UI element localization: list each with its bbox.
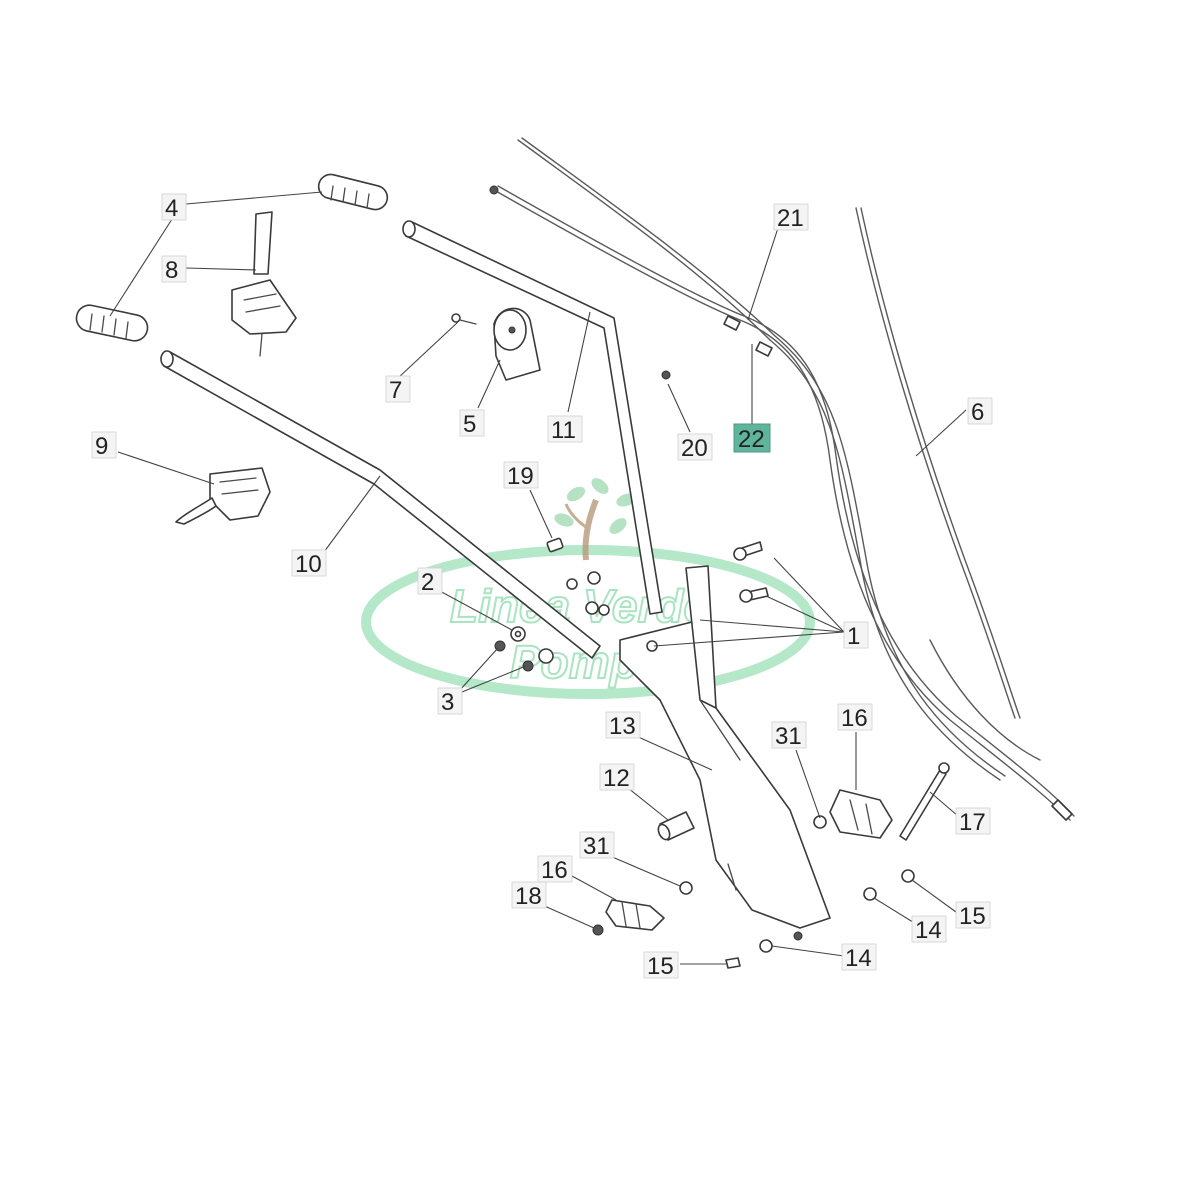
label-1: 1	[843, 621, 869, 650]
svg-text:20: 20	[681, 435, 708, 462]
label-15-bottom: 15	[643, 951, 679, 980]
svg-text:4: 4	[165, 195, 178, 222]
nut-31-upper	[813, 815, 827, 829]
svg-text:14: 14	[845, 945, 872, 972]
svg-text:11: 11	[551, 417, 576, 444]
watermark-tree-icon	[554, 478, 636, 561]
label-22-highlighted: 22	[733, 423, 771, 453]
svg-text:1: 1	[847, 623, 860, 650]
svg-text:17: 17	[959, 809, 986, 836]
nut-31-lower	[679, 881, 693, 895]
svg-text:3: 3	[441, 689, 454, 716]
svg-text:16: 16	[841, 705, 868, 732]
cable-21-connector	[723, 315, 741, 331]
handlebar-tube-10	[160, 350, 601, 659]
cable-21-end-tip	[1051, 799, 1073, 821]
svg-text:9: 9	[95, 433, 108, 460]
svg-text:5: 5	[463, 411, 476, 438]
clip-19	[546, 537, 564, 553]
label-10: 10	[291, 549, 327, 578]
leader-lines	[109, 191, 967, 965]
label-16-lower: 16	[537, 855, 573, 884]
label-18: 18	[511, 881, 547, 910]
label-7: 7	[385, 375, 411, 404]
svg-text:15: 15	[647, 953, 674, 980]
svg-text:15: 15	[959, 903, 986, 930]
label-17: 17	[955, 807, 991, 836]
label-20: 20	[677, 433, 713, 462]
label-15-right: 15	[955, 901, 991, 930]
cable-6	[855, 207, 1041, 761]
label-14-bottom: 14	[841, 943, 877, 972]
label-31-upper: 31	[771, 721, 807, 750]
svg-text:6: 6	[971, 399, 984, 426]
bolts-1	[733, 541, 769, 603]
svg-text:18: 18	[515, 883, 542, 910]
grip-block-16-lower	[605, 899, 665, 931]
cable-22	[517, 137, 1006, 781]
label-5: 5	[459, 409, 485, 438]
bolt-15-right	[901, 869, 915, 883]
nut-20	[661, 370, 671, 380]
svg-text:7: 7	[389, 377, 402, 404]
svg-text:8: 8	[165, 257, 178, 284]
grip-block-16-upper	[829, 789, 893, 839]
bolt-15-bottom	[725, 957, 741, 969]
svg-text:10: 10	[295, 551, 322, 578]
label-16-upper: 16	[837, 703, 873, 732]
part-labels: 4 8 7 5 11 20 21 22 6 9 10 19 2 3 1 13 1…	[91, 193, 993, 980]
washer-14-right	[863, 887, 877, 901]
label-21: 21	[773, 203, 809, 232]
label-19: 19	[503, 461, 539, 490]
svg-text:31: 31	[583, 833, 610, 860]
label-9: 9	[91, 431, 117, 460]
svg-text:12: 12	[603, 765, 630, 792]
handlebar-tube-11	[402, 220, 663, 615]
bolt-17	[899, 762, 950, 841]
svg-text:22: 22	[738, 426, 765, 453]
grip-lower	[75, 304, 149, 342]
label-12: 12	[599, 763, 635, 792]
label-11: 11	[547, 415, 583, 444]
label-6: 6	[967, 397, 993, 426]
nuts-3	[494, 640, 554, 672]
cable-22-connector	[755, 341, 773, 357]
lever-8	[231, 211, 297, 357]
brake-lever-9	[175, 467, 271, 525]
nut-18	[592, 924, 604, 936]
watermark-line1: Linea Verde	[450, 580, 709, 632]
washer-2	[510, 626, 526, 642]
label-8: 8	[161, 255, 187, 284]
svg-text:14: 14	[915, 917, 942, 944]
label-31-lower: 31	[579, 831, 615, 860]
svg-text:16: 16	[541, 857, 568, 884]
svg-text:31: 31	[775, 723, 802, 750]
svg-text:21: 21	[777, 205, 804, 232]
label-3: 3	[437, 687, 463, 716]
bolt-7	[451, 313, 477, 325]
svg-text:19: 19	[507, 463, 534, 490]
washer-14-bottom	[759, 939, 773, 953]
label-13: 13	[605, 711, 641, 740]
label-4: 4	[161, 193, 187, 222]
throttle-5	[493, 307, 541, 381]
svg-text:13: 13	[609, 713, 636, 740]
cable-21-end-fitting	[489, 185, 499, 195]
label-14-right: 14	[911, 915, 947, 944]
spacer-12	[657, 811, 695, 841]
frame-13	[619, 565, 831, 941]
grip-upper	[317, 173, 389, 211]
label-2: 2	[417, 567, 443, 596]
washers-center	[566, 571, 658, 652]
svg-text:2: 2	[421, 569, 434, 596]
cable-21	[489, 185, 1075, 821]
